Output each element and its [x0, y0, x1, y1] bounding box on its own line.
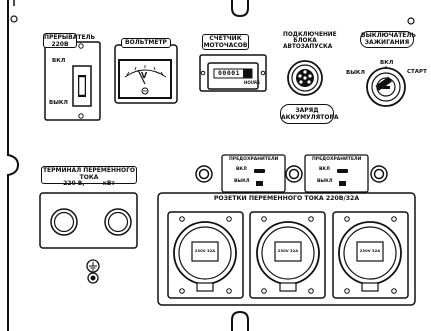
breaker-switch[interactable]: [72, 65, 92, 107]
fuse-2-button[interactable]: [337, 169, 348, 186]
socket-2-label: 230V 32A: [277, 248, 299, 253]
ignition-off-label: ВЫКЛ: [346, 70, 365, 76]
autostart-connector[interactable]: [287, 60, 323, 96]
socket-3-label: 230V 32A: [359, 248, 381, 253]
panel-outline: [7, 0, 20, 331]
socket-2[interactable]: [249, 211, 326, 299]
hour-meter-display: [207, 62, 259, 90]
indicator-lamp-1: [195, 165, 213, 183]
voltmeter-gauge: [118, 59, 172, 99]
ignition-title: ВЫКЛЮЧАТЕЛЬ ЗАЖИГАНИЯ: [360, 31, 416, 48]
autostart-title: ПОДКЛЮЧЕНИЕ БЛОКА АВТОЗАПУСКА: [283, 32, 337, 51]
fuse-1-off: ВЫКЛ: [234, 179, 250, 184]
indicator-lamp-3: [370, 165, 388, 183]
fuse-2-off: ВЫКЛ: [317, 179, 333, 184]
screw-top-right: [407, 17, 415, 25]
panel-top-notch: [231, 0, 249, 18]
battery-charge-label: ЗАРЯД АККУМУЛЯТОРА: [280, 104, 339, 124]
socket-1-label: 230V 32A: [194, 248, 216, 253]
sockets-title: РОЗЕТКИ ПЕРЕМЕННОГО ТОКА 220В/32А: [213, 195, 360, 202]
fuse-1-button[interactable]: [254, 169, 265, 186]
breaker-off-label: ВЫКЛ: [49, 100, 68, 106]
ignition-key-switch[interactable]: [366, 67, 406, 107]
socket-1[interactable]: [167, 211, 244, 299]
ignition-on-label: ВКЛ: [380, 60, 394, 66]
hour-meter-digits: 00001: [218, 69, 241, 77]
fuse-2-title: ПРЕДОХРАНИТЕЛИ: [312, 157, 362, 162]
fuse-1-title: ПРЕДОХРАНИТЕЛИ: [229, 157, 279, 162]
indicator-lamp-2: [285, 165, 303, 183]
hour-meter-unit: HOURS: [244, 80, 260, 85]
ac-terminal-right[interactable]: [104, 208, 132, 236]
breaker-title: ПРЕРЫВАТЕЛЬ 220В: [43, 33, 96, 48]
breaker-on-label: ВКЛ: [52, 58, 66, 64]
panel-bottom-notch: [231, 310, 249, 331]
fuse-2-on: ВКЛ: [319, 167, 330, 172]
fuse-1-on: ВКЛ: [236, 167, 247, 172]
voltmeter-unit: V: [141, 71, 148, 80]
voltmeter-title: ВОЛЬТМЕТР: [121, 38, 171, 48]
screw-top-left: [10, 15, 18, 23]
ac-terminal-left[interactable]: [50, 208, 78, 236]
hour-meter-title: СЧЕТЧИК МОТОЧАСОВ: [202, 34, 249, 50]
ground-terminal[interactable]: [86, 259, 100, 284]
socket-3[interactable]: [332, 211, 409, 299]
ignition-start-label: СТАРТ: [407, 69, 427, 75]
ac-terminal-title: ТЕРМИНАЛ ПЕРЕМЕННОГО ТОКА 220 В, кВт: [41, 166, 137, 188]
